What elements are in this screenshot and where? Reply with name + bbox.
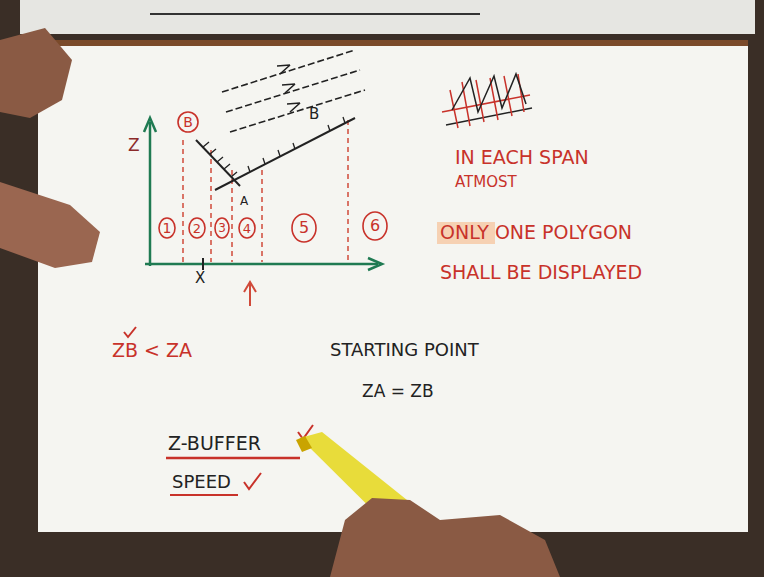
handwritten-label: ZA = ZB: [362, 382, 434, 401]
handwritten-label: X: [195, 270, 205, 287]
span-number: 3: [214, 217, 230, 234]
pointer-arrow: [249, 284, 251, 306]
upper-sheet-ink: [150, 13, 480, 15]
sketch-zigzag: [452, 74, 526, 112]
span-number-circle: 3: [214, 217, 230, 239]
scan-line: [226, 70, 360, 112]
paper-sheet: [38, 46, 748, 532]
circle-outline: [363, 212, 387, 240]
polygon-hatch: [203, 142, 237, 177]
check-mark: [244, 473, 261, 489]
span-number: 5: [291, 213, 317, 236]
circle-outline: [159, 218, 175, 238]
axis-arrowhead: [144, 118, 156, 132]
polygon-hatch: [248, 117, 345, 172]
underline: [170, 494, 238, 496]
span-divider: [261, 170, 263, 262]
handwritten-label: STARTING POINT: [330, 340, 479, 360]
span-divider: [210, 150, 212, 262]
circle-outline: [178, 112, 198, 132]
polygon-edge: [196, 140, 240, 186]
handwritten-label: Z-BUFFER: [168, 433, 261, 454]
sheet-edge: [38, 40, 748, 46]
span-number-circle: B: [177, 111, 199, 133]
handwritten-label: B: [309, 106, 319, 123]
span-divider: [231, 170, 233, 262]
check-mark: [124, 327, 136, 337]
axis-tick: [202, 258, 204, 270]
span-number: 1: [158, 217, 176, 235]
scanline-sketch: [442, 74, 532, 128]
handwritten-label: IN EACH SPAN: [455, 147, 589, 168]
upper-sheet: [20, 0, 755, 34]
span-number-circle: 4: [238, 217, 256, 239]
pointer-arrowhead: [244, 282, 256, 292]
span-number: 2: [188, 217, 206, 235]
span-number-circle: 2: [188, 217, 206, 239]
left-hand-thumb: [0, 182, 100, 268]
axis-arrowhead: [368, 258, 382, 270]
handwritten-label: SPEED: [172, 472, 231, 492]
z-axis: [149, 122, 152, 266]
circle-outline: [215, 218, 229, 238]
circle-outline: [189, 218, 205, 238]
highlighter-tip: [296, 436, 312, 452]
span-number-circle: 1: [158, 217, 176, 239]
scan-line: [230, 90, 365, 132]
scan-line: [222, 50, 355, 92]
x-axis: [145, 263, 378, 266]
polygon-edge: [215, 118, 355, 190]
handwritten-label: ONLY ONE POLYGON: [440, 222, 632, 243]
handwritten-label: A: [240, 195, 248, 208]
left-hand-fingers: [0, 28, 72, 118]
handwritten-label: SHALL BE DISPLAYED: [440, 262, 642, 283]
underline: [166, 457, 300, 460]
span-divider: [182, 140, 184, 262]
circle-outline: [292, 214, 316, 242]
span-divider: [347, 120, 349, 262]
span-number: B: [177, 111, 199, 129]
scan-arrowheads: [277, 65, 300, 112]
span-dividers: [183, 120, 348, 262]
handwritten-label: ATMOST: [455, 174, 517, 191]
span-number: 6: [362, 211, 388, 234]
handwritten-label: Z: [128, 136, 140, 155]
span-number-circle: 6: [362, 211, 388, 241]
handwritten-label: ZB < ZA: [112, 340, 192, 361]
circle-outline: [239, 218, 255, 238]
span-number: 4: [238, 217, 256, 235]
sketch-line: [446, 108, 532, 125]
right-hand: [330, 498, 560, 577]
span-number-circle: 5: [291, 213, 317, 243]
